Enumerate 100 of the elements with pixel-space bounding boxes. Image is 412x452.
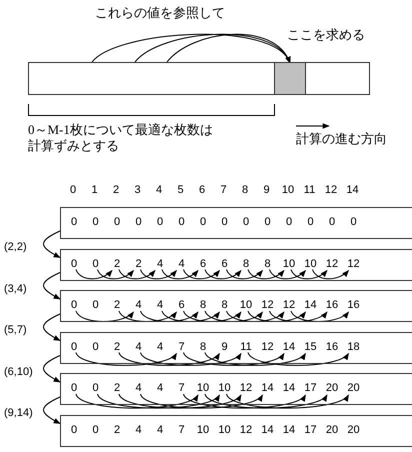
column-index: 7 xyxy=(219,183,228,197)
cell-value: 0 xyxy=(214,215,234,229)
cell-value: 4 xyxy=(128,381,148,395)
arrow xyxy=(269,310,328,322)
column-index: 5 xyxy=(176,183,185,197)
arrow xyxy=(76,269,112,280)
arrow xyxy=(269,269,306,280)
caption-text: ここを求める xyxy=(287,27,365,43)
cell-value: 6 xyxy=(214,256,234,270)
column-index: 3 xyxy=(133,183,142,197)
arrow xyxy=(204,310,264,322)
arrow xyxy=(204,352,306,366)
arrow xyxy=(248,352,350,366)
cell-value: 2 xyxy=(107,381,127,395)
cell-value: 0 xyxy=(86,215,106,229)
arrow xyxy=(226,269,263,280)
cell-value: 0 xyxy=(193,215,213,229)
arrow xyxy=(140,352,242,366)
column-index: 0 xyxy=(68,183,78,197)
cell-value: 4 xyxy=(150,256,170,270)
array-bar xyxy=(28,62,370,95)
cell-value: 7 xyxy=(172,381,192,395)
cell-value: 7 xyxy=(172,422,192,436)
cell-value: 10 xyxy=(279,256,299,270)
arrow xyxy=(76,394,199,409)
cell-value: 8 xyxy=(258,256,278,270)
arrow xyxy=(226,394,350,409)
cell-value: 0 xyxy=(236,215,256,229)
column-index: 11 xyxy=(302,183,316,197)
cell-value: 8 xyxy=(214,298,234,312)
column-index: 1 xyxy=(90,183,99,197)
cell-value: 16 xyxy=(344,298,364,312)
cell-value: 12 xyxy=(258,340,278,354)
arrow xyxy=(118,394,242,409)
cell-value: 14 xyxy=(300,298,320,312)
cell-value: 9 xyxy=(214,340,234,354)
cell-value: 4 xyxy=(150,340,170,354)
table-row xyxy=(60,248,412,280)
cell-value: 2 xyxy=(107,256,127,270)
cell-value: 2 xyxy=(128,256,148,270)
cell-value: 7 xyxy=(172,340,192,354)
arrow xyxy=(183,352,285,366)
cell-value: 4 xyxy=(150,298,170,312)
cell-value: 4 xyxy=(172,256,192,270)
cell-value: 17 xyxy=(300,381,320,395)
arrow xyxy=(183,269,220,280)
cell-value: 0 xyxy=(279,215,299,229)
column-index: 4 xyxy=(154,183,164,197)
arrow xyxy=(162,269,198,280)
arrow xyxy=(43,314,61,341)
cell-value: 0 xyxy=(86,422,106,436)
cell-value: 12 xyxy=(322,256,342,270)
arrow xyxy=(140,269,177,280)
arrow xyxy=(183,310,242,322)
arrow xyxy=(140,394,264,409)
cell-value: 11 xyxy=(236,340,256,354)
column-index: 10 xyxy=(280,183,296,197)
cell-value: 0 xyxy=(128,215,148,229)
cell-value: 12 xyxy=(236,381,256,395)
arrow xyxy=(76,352,178,366)
cell-value: 10 xyxy=(193,422,213,436)
cell-value: 0 xyxy=(172,215,192,229)
cell-value: 0 xyxy=(86,340,106,354)
cell-value: 2 xyxy=(107,422,127,436)
arrow xyxy=(183,394,306,409)
arrow xyxy=(290,269,328,280)
caption-text: これらの値を参照して xyxy=(95,5,225,21)
arrow xyxy=(97,394,220,409)
arrow xyxy=(226,310,285,322)
cell-value: 14 xyxy=(279,381,299,395)
arrow xyxy=(43,230,61,258)
column-index: 8 xyxy=(240,183,250,197)
column-index: 12 xyxy=(324,183,338,197)
cell-value: 12 xyxy=(258,298,278,312)
cell-value: 2 xyxy=(107,340,127,354)
cell-value: 14 xyxy=(258,422,278,436)
cell-value: 20 xyxy=(344,422,364,436)
edge-label: (5,7) xyxy=(3,323,28,337)
cell-value: 0 xyxy=(322,215,342,229)
cell-value: 0 xyxy=(86,256,106,270)
cell-value: 16 xyxy=(322,298,342,312)
arrow xyxy=(43,355,61,382)
shaded-cell xyxy=(274,63,306,94)
cell-value: 10 xyxy=(193,381,213,395)
column-index: 9 xyxy=(262,183,271,197)
cell-value: 20 xyxy=(322,422,342,436)
edge-label: (2,2) xyxy=(3,240,28,254)
cell-value: 14 xyxy=(258,381,278,395)
cell-value: 0 xyxy=(86,298,106,312)
cell-value: 6 xyxy=(193,256,213,270)
cell-value: 0 xyxy=(64,298,84,312)
cell-value: 0 xyxy=(86,381,106,395)
cell-value: 20 xyxy=(322,381,342,395)
table-row xyxy=(60,290,412,322)
cell-value: 0 xyxy=(344,215,364,229)
column-index: 6 xyxy=(198,183,206,197)
cell-value: 12 xyxy=(279,298,299,312)
cell-value: 10 xyxy=(214,381,234,395)
table-row xyxy=(60,332,412,364)
cell-value: 6 xyxy=(172,298,192,312)
